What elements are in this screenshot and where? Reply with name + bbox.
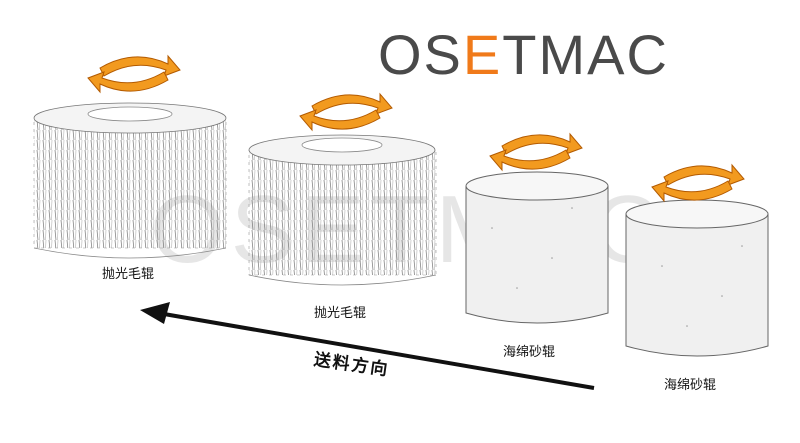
sponge-roller-1: [465, 171, 609, 324]
logo-suffix: TMAC: [502, 24, 669, 84]
rotation-arrow-icon: [87, 54, 181, 94]
roller-label: 抛光毛辊: [314, 306, 367, 321]
osetmac-logo: OSETMAC: [378, 24, 669, 84]
logo-accent-letter: E: [463, 24, 502, 84]
svg-text:OSETMAC: OSETMAC: [378, 24, 669, 84]
rotation-arrow-icon: [651, 163, 745, 203]
brush-roller-1: [33, 102, 227, 259]
roller-label: 海绵砂辊: [503, 345, 556, 360]
brush-roller-2: [248, 134, 437, 286]
sponge-roller-2: [625, 199, 769, 357]
roller-label: 抛光毛辊: [102, 267, 155, 282]
roller-label: 海绵砂辊: [664, 378, 717, 393]
logo-prefix: OS: [378, 24, 463, 84]
rotation-arrow-icon: [299, 92, 393, 132]
rotation-arrow-icon: [489, 132, 583, 172]
